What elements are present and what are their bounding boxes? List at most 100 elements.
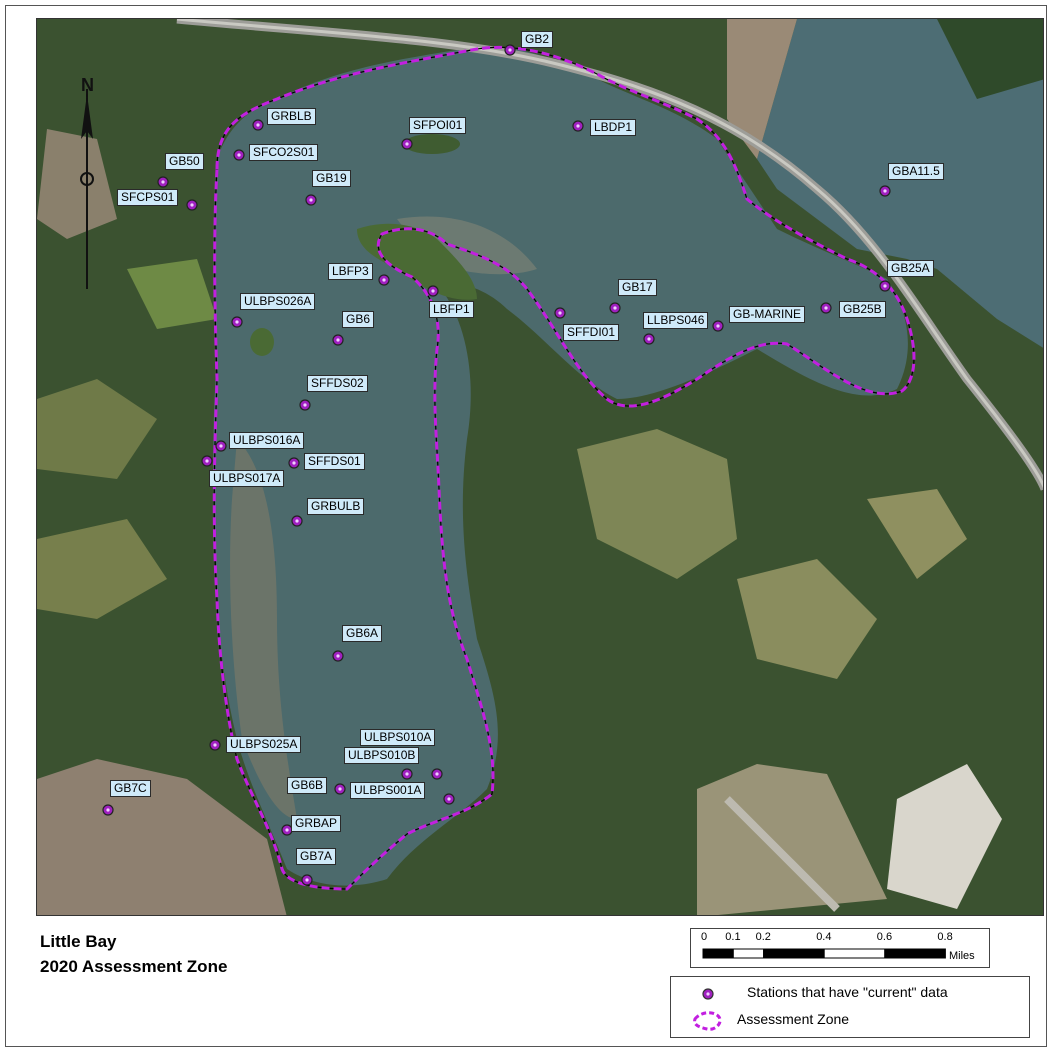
scale-bar-segment: [884, 948, 946, 959]
station-label[interactable]: ULBPS017A: [209, 470, 285, 487]
forest: [937, 19, 1043, 99]
station-label[interactable]: GB7A: [296, 848, 337, 865]
station-label[interactable]: LLBPS046: [643, 312, 709, 329]
station-label[interactable]: ULBPS016A: [229, 432, 305, 449]
airport-apron: [887, 764, 1002, 909]
station-label[interactable]: LBFP3: [328, 263, 373, 280]
station-label[interactable]: GB2: [521, 31, 554, 48]
station-marker-center: [382, 278, 386, 282]
station-marker-center: [558, 311, 562, 315]
station-marker-center: [256, 123, 260, 127]
station-marker-center: [285, 828, 289, 832]
field: [37, 519, 167, 619]
station-label[interactable]: GRBULB: [307, 498, 365, 515]
station-label[interactable]: GB50: [165, 153, 204, 170]
station-marker-center: [431, 289, 435, 293]
station-marker-center: [447, 797, 451, 801]
station-marker-center: [237, 153, 241, 157]
map-title-line2: 2020 Assessment Zone: [40, 957, 228, 976]
station-label[interactable]: GBA11.5: [888, 163, 944, 180]
station-label[interactable]: SFCPS01: [117, 189, 179, 206]
scale-bar-segment: [823, 948, 886, 959]
station-label[interactable]: GB19: [312, 170, 351, 187]
station-marker-center: [824, 306, 828, 310]
field: [867, 489, 967, 579]
highway-centerline: [176, 19, 1043, 489]
station-label[interactable]: GB25B: [839, 301, 886, 318]
station-label[interactable]: GB25A: [887, 260, 934, 277]
map-title-line1: Little Bay: [40, 932, 117, 951]
station-label[interactable]: ULBPS010B: [344, 747, 420, 764]
station-marker-center: [235, 320, 239, 324]
station-label[interactable]: ULBPS010A: [360, 729, 436, 746]
station-label[interactable]: GB17: [618, 279, 657, 296]
legend-station-icon-center: [706, 992, 710, 996]
station-marker-center: [508, 48, 512, 52]
field: [577, 429, 737, 579]
north-label: N: [81, 75, 94, 95]
peninsula: [357, 223, 477, 300]
station-marker-center: [205, 459, 209, 463]
station-marker-center: [716, 324, 720, 328]
scale-bar-tick-label: 0.2: [755, 931, 771, 943]
island: [250, 328, 274, 356]
field: [737, 559, 877, 679]
mudflat: [37, 759, 287, 915]
legend-graphics: [693, 988, 722, 1031]
station-marker-center: [106, 808, 110, 812]
station-marker-center: [161, 180, 165, 184]
runway: [724, 796, 840, 912]
station-label[interactable]: ULBPS026A: [240, 293, 316, 310]
station-label[interactable]: SFFDS01: [304, 453, 365, 470]
station-marker-center: [303, 403, 307, 407]
station-label[interactable]: GRBLB: [267, 108, 316, 125]
station-label[interactable]: GB7C: [110, 780, 151, 797]
legend-zone-icon: [693, 1011, 722, 1031]
station-marker-center: [190, 203, 194, 207]
station-marker-center: [405, 772, 409, 776]
station-marker-center: [305, 878, 309, 882]
scale-bar-tick-label: 0.4: [816, 931, 832, 943]
tidal-flat: [230, 439, 297, 819]
field: [127, 259, 217, 329]
station-marker-center: [295, 519, 299, 523]
scale-bar-tick-label: 0.1: [725, 931, 741, 943]
station-label[interactable]: SFPOI01: [409, 117, 467, 134]
mudflat: [37, 129, 117, 239]
station-marker-center: [292, 461, 296, 465]
station-markers: [102, 44, 891, 886]
station-label[interactable]: GB6A: [342, 625, 383, 642]
station-marker-center: [213, 743, 217, 747]
station-marker-center: [338, 787, 342, 791]
station-marker-center: [883, 284, 887, 288]
scale-bar-segment: [763, 948, 825, 959]
water-channel: [757, 19, 1043, 348]
legend-stations-label: Stations that have "current" data: [747, 984, 948, 1000]
station-label[interactable]: GRBAP: [291, 815, 342, 832]
station-marker-center: [883, 189, 887, 193]
legend: Stations that have "current" data Assess…: [670, 976, 1030, 1038]
north-arrow: N: [80, 75, 94, 289]
station-label[interactable]: LBDP1: [590, 119, 637, 136]
station-label[interactable]: GB6B: [287, 777, 328, 794]
station-label[interactable]: LBFP1: [429, 301, 474, 318]
station-label[interactable]: SFFDI01: [563, 324, 620, 341]
station-marker-center: [435, 772, 439, 776]
scale-bar-units: Miles: [949, 950, 975, 962]
station-label[interactable]: ULBPS025A: [226, 736, 302, 753]
airport-grounds: [697, 764, 887, 915]
station-marker-center: [405, 142, 409, 146]
station-marker-center: [576, 124, 580, 128]
station-label[interactable]: SFCO2S01: [249, 144, 319, 161]
station-label[interactable]: GB6: [342, 311, 375, 328]
station-marker-center: [647, 337, 651, 341]
scale-bar-tick-label: 0: [701, 931, 708, 943]
field: [37, 379, 157, 479]
station-label[interactable]: GB-MARINE: [729, 306, 806, 323]
scale-bar-tick-label: 0.6: [876, 931, 893, 943]
station-label[interactable]: SFFDS02: [307, 375, 368, 392]
station-label[interactable]: ULBPS001A: [350, 782, 426, 799]
